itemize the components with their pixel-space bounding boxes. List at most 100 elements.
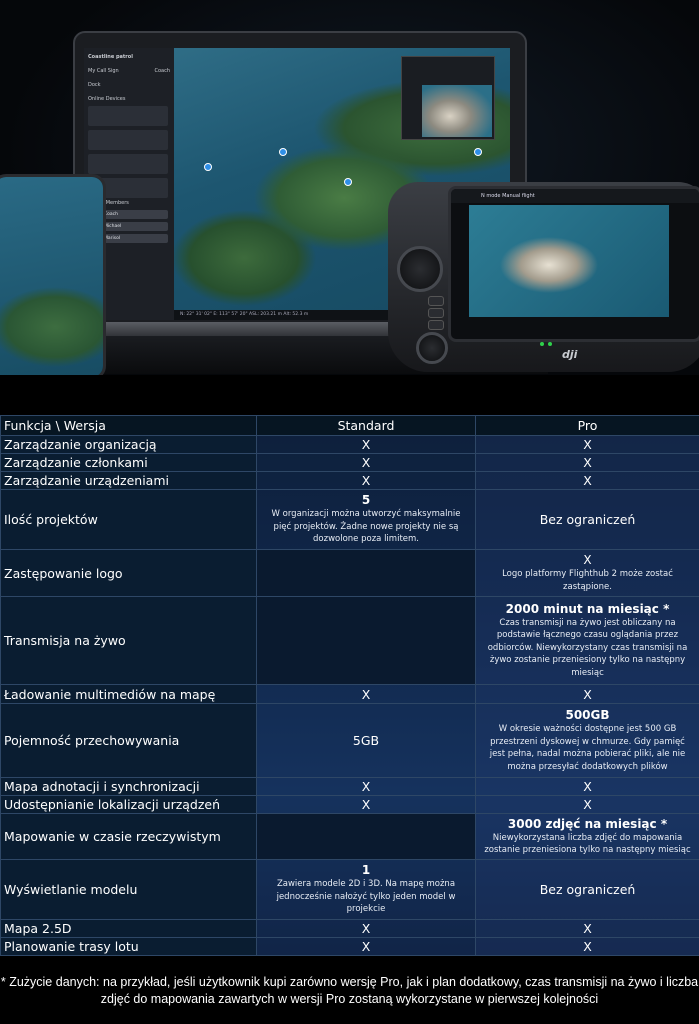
header-standard: Standard xyxy=(256,415,476,436)
map-pin-icon[interactable] xyxy=(204,163,212,171)
table-row: Zarządzanie urządzeniami X X xyxy=(0,471,699,490)
pro-value: X Logo platformy Flighthub 2 może zostać… xyxy=(475,549,699,597)
standard-value-empty xyxy=(256,813,476,860)
device-card[interactable] xyxy=(88,178,168,198)
comparison-table: Funkcja \ Wersja Standard Pro Zarządzani… xyxy=(0,415,699,956)
pro-value: X xyxy=(475,453,699,472)
member-item[interactable]: Coach xyxy=(100,210,168,219)
table-row: Ładowanie multimediów na mapę X X xyxy=(0,684,699,704)
live-camera-window[interactable] xyxy=(401,56,495,140)
feature-name: Udostępnianie lokalizacji urządzeń xyxy=(0,795,257,814)
feature-name: Mapa 2.5D xyxy=(0,919,257,938)
control-wheel-icon[interactable] xyxy=(416,332,448,364)
feature-name: Zarządzanie urządzeniami xyxy=(0,471,257,490)
standard-title: 1 xyxy=(361,863,371,878)
map-pin-icon[interactable] xyxy=(279,148,287,156)
online-devices-label[interactable]: Online Devices xyxy=(88,96,126,102)
project-title: Coastline patrol xyxy=(88,54,133,60)
standard-value: 5GB xyxy=(256,703,476,778)
table-row: Pojemność przechowywania 5GB 500GB W okr… xyxy=(0,703,699,778)
rc-screen: N mode Manual flight xyxy=(448,186,699,342)
feature-name: Planowanie trasy lotu xyxy=(0,937,257,956)
pro-note: Czas transmisji na żywo jest obliczany n… xyxy=(487,617,688,678)
call-sign-label: My Call Sign Coach xyxy=(88,68,170,74)
standard-note: Zawiera modele 2D i 3D. Na mapę można je… xyxy=(276,879,456,915)
pro-title: X xyxy=(583,553,592,567)
table-row: Udostępnianie lokalizacji urządzeń X X xyxy=(0,795,699,814)
map-pin-icon[interactable] xyxy=(474,148,482,156)
pro-value: X xyxy=(475,919,699,938)
pro-value: 2000 minut na miesiąc * Czas transmisji … xyxy=(475,596,699,685)
standard-value: X xyxy=(256,937,476,956)
member-item[interactable]: Michael xyxy=(100,222,168,231)
pro-value: X xyxy=(475,937,699,956)
feature-name: Zarządzanie członkami xyxy=(0,453,257,472)
pro-value: Bez ograniczeń xyxy=(475,859,699,920)
pro-title: 3000 zdjęć na miesiąc * xyxy=(507,816,668,831)
device-card[interactable] xyxy=(88,106,168,126)
standard-value: X xyxy=(256,777,476,796)
footnote: * Zużycie danych: na przykład, jeśli uży… xyxy=(0,975,699,1006)
rc-button[interactable] xyxy=(428,308,444,318)
laptop-screen: Coastline patrol My Call Sign Coach Dock… xyxy=(84,48,510,320)
status-led-icon xyxy=(548,342,552,346)
standard-value: 5 W organizacji można utworzyć maksymaln… xyxy=(256,489,476,550)
pro-note: W okresie ważności dostępne jest 500 GB … xyxy=(489,724,686,772)
rc-flight-mode: N mode Manual flight xyxy=(451,189,699,203)
pro-value: X xyxy=(475,684,699,704)
header-feature: Funkcja \ Wersja xyxy=(0,415,257,436)
standard-value: 1 Zawiera modele 2D i 3D. Na mapę można … xyxy=(256,859,476,920)
rc-button[interactable] xyxy=(428,296,444,306)
device-card[interactable] xyxy=(88,130,168,150)
feature-name: Transmisja na żywo xyxy=(0,596,257,685)
pro-title: 2000 minut na miesiąc * xyxy=(505,601,670,616)
standard-value: X xyxy=(256,453,476,472)
standard-value: X xyxy=(256,919,476,938)
dock-label[interactable]: Dock xyxy=(88,82,101,88)
feature-name: Zarządzanie organizacją xyxy=(0,435,257,454)
member-item[interactable]: Marisol xyxy=(100,234,168,243)
pro-title: 500GB xyxy=(565,708,610,722)
device-card[interactable] xyxy=(88,154,168,174)
online-members-label[interactable]: Online Members xyxy=(88,200,129,206)
pro-value: Bez ograniczeń xyxy=(475,489,699,550)
table-row: Zastępowanie logo X Logo platformy Fligh… xyxy=(0,549,699,597)
smartphone xyxy=(0,174,106,375)
standard-value: X xyxy=(256,684,476,704)
standard-value: X xyxy=(256,435,476,454)
camera-feed xyxy=(422,85,492,137)
feature-name: Wyświetlanie modelu xyxy=(0,859,257,920)
left-joystick-icon[interactable] xyxy=(397,246,443,292)
standard-value: X xyxy=(256,471,476,490)
table-row: Mapa 2.5D X X xyxy=(0,919,699,938)
hero-product-image: Coastline patrol My Call Sign Coach Dock… xyxy=(0,0,699,375)
table-row: Mapowanie w czasie rzeczywistym 3000 zdj… xyxy=(0,813,699,860)
table-row: Mapa adnotacji i synchronizacji X X xyxy=(0,777,699,796)
standard-note: W organizacji można utworzyć maksymalnie… xyxy=(271,509,461,545)
standard-title: 5 xyxy=(361,493,371,508)
pro-value: X xyxy=(475,777,699,796)
table-row: Ilość projektów 5 W organizacji można ut… xyxy=(0,489,699,550)
table-row: Planowanie trasy lotu X X xyxy=(0,937,699,956)
table-row: Zarządzanie członkami X X xyxy=(0,453,699,472)
table-header-row: Funkcja \ Wersja Standard Pro xyxy=(0,415,699,436)
feature-name: Zastępowanie logo xyxy=(0,549,257,597)
status-led-icon xyxy=(540,342,544,346)
pro-note: Logo platformy Flighthub 2 może zostać z… xyxy=(502,569,673,592)
feature-name: Mapowanie w czasie rzeczywistym xyxy=(0,813,257,860)
rc-camera-view xyxy=(469,205,669,317)
pro-value: 500GB W okresie ważności dostępne jest 5… xyxy=(475,703,699,778)
dji-logo: dji xyxy=(562,348,578,361)
pro-value: X xyxy=(475,435,699,454)
header-pro: Pro xyxy=(475,415,699,436)
pro-value: X xyxy=(475,471,699,490)
pro-note: Niewykorzystana liczba zdjęć do mapowani… xyxy=(484,832,691,856)
pro-value: X xyxy=(475,795,699,814)
pro-value: 3000 zdjęć na miesiąc * Niewykorzystana … xyxy=(475,813,699,860)
map-status-bar: N: 22° 31' 02" E: 113° 57' 20" ASL: 203.… xyxy=(174,310,510,320)
table-row: Transmisja na żywo 2000 minut na miesiąc… xyxy=(0,596,699,685)
map-pin-icon[interactable] xyxy=(344,178,352,186)
phone-map xyxy=(0,177,103,375)
rc-button[interactable] xyxy=(428,320,444,330)
feature-name: Ilość projektów xyxy=(0,489,257,550)
